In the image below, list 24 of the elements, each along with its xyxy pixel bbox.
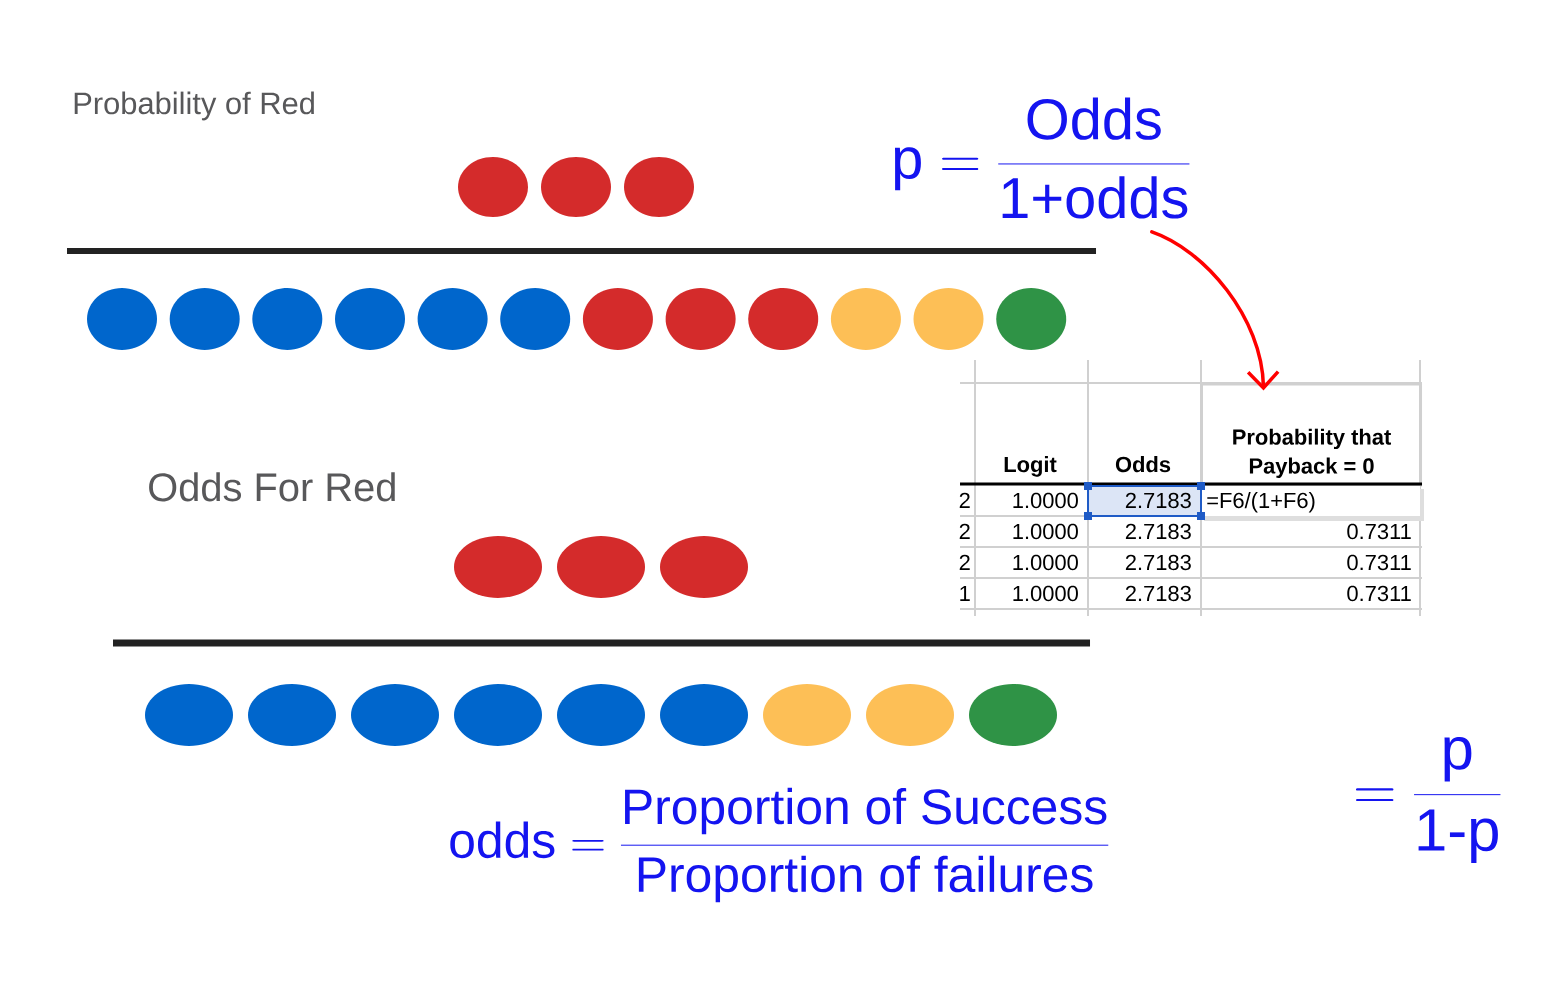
handwritten-formula: $= \frac{\text{p}}{\text{1-p}}$: [1355, 737, 1501, 863]
cell-value: 2.7183: [1125, 585, 1191, 602]
cell-value: 2.7183: [1125, 554, 1191, 571]
handwritten-formula: $\text{odds} = \frac{\text{Proportion of Success}}{\text{Proportion of failures}}$: [450, 787, 1109, 903]
column-header: Odds: [1115, 456, 1171, 473]
cell-value: 2.7183: [1125, 523, 1191, 540]
cell-value: 2: [959, 554, 970, 570]
cell-value: 1: [960, 585, 970, 601]
cell-value: 1.0000: [1013, 492, 1078, 509]
cell-value: 0.7311: [1347, 585, 1411, 602]
cell-value: 1.0000: [1013, 554, 1078, 571]
arrow: [1150, 230, 1280, 391]
handwritten-formula: $\text{p} = \frac{\text{Odds}}{\text{1+odds}}$: [894, 97, 1190, 219]
section-title: Odds For Red: [149, 472, 395, 502]
cell-value: 2: [959, 523, 970, 539]
cell-value: 0.7311: [1347, 523, 1411, 540]
section-title: Probability of Red: [74, 91, 314, 121]
cell-value: 1.0000: [1013, 585, 1078, 602]
cell-value: 1.0000: [1013, 523, 1078, 540]
selected-cell: 2.7183: [1087, 485, 1202, 517]
column-header: Logit: [1004, 456, 1057, 477]
formula-edit-box: =F6/(1+F6): [1202, 486, 1424, 521]
cell-value: 2: [959, 492, 970, 508]
cell-value: 0.7311: [1347, 554, 1411, 571]
